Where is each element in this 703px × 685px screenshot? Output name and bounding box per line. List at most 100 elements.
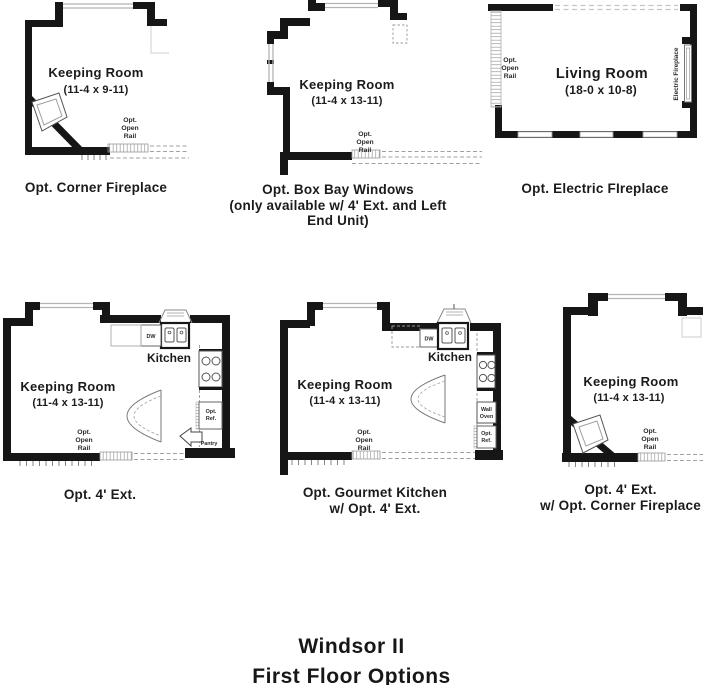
opt-ref-label: Opt. bbox=[206, 409, 217, 415]
opt-open-rail-label: Open bbox=[501, 65, 518, 72]
top-window bbox=[63, 3, 133, 9]
electric-fireplace-unit bbox=[684, 44, 692, 103]
plan-caption-line: (only available w/ 4' Ext. and Left bbox=[229, 197, 447, 213]
dishwasher-label: DW bbox=[147, 334, 157, 340]
opt-refrigerator bbox=[195, 401, 223, 430]
top-wall-dashes bbox=[555, 4, 678, 11]
bottom-windows bbox=[517, 131, 678, 138]
plan-caption-line: Opt. Box Bay Windows bbox=[262, 182, 414, 197]
plan-caption-line: w/ Opt. 4' Ext. bbox=[329, 500, 421, 516]
sheet-title: Windsor II First Floor Options bbox=[0, 632, 703, 685]
walls bbox=[280, 302, 503, 475]
plan-caption: Opt. 4' Ext. bbox=[10, 487, 190, 503]
plan-caption: Opt. Gourmet Kitchen w/ Opt. 4' Ext. bbox=[265, 485, 485, 516]
corner-fireplace bbox=[31, 92, 68, 132]
dashed-cabinet bbox=[392, 24, 408, 44]
open-rail bbox=[351, 450, 381, 460]
opt-open-rail-label: Opt. bbox=[643, 428, 657, 435]
top-window bbox=[325, 2, 378, 9]
floorplan-4ft-ext: DW Keeping Room (11-4 x 13-11) Kitchen O… bbox=[3, 302, 235, 466]
stair-ticks bbox=[568, 462, 615, 467]
opt-open-rail-label: Opt. bbox=[358, 131, 372, 138]
opt-open-rail-label: Open bbox=[355, 437, 372, 444]
room-label: Keeping Room bbox=[299, 77, 394, 92]
kitchen-label: Kitchen bbox=[147, 351, 191, 365]
top-window bbox=[40, 302, 93, 309]
room-dims: (11-4 x 13-11) bbox=[311, 95, 382, 107]
plan-caption: Opt. Box Bay Windows (only available w/ … bbox=[227, 182, 449, 229]
room-dims: (18-0 x 10-8) bbox=[565, 83, 637, 97]
room-dims: (11-4 x 13-11) bbox=[593, 392, 664, 404]
box-bay-window bbox=[268, 44, 274, 82]
plan-caption-line: Opt. Gourmet Kitchen bbox=[302, 485, 448, 500]
walls bbox=[267, 0, 407, 175]
top-window bbox=[608, 293, 665, 300]
double-sink bbox=[159, 321, 191, 350]
plan-caption: Opt. Electric FIreplace bbox=[486, 181, 703, 197]
room-dims: (11-4 x 13-11) bbox=[309, 395, 380, 407]
floorplan-corner-fireplace: Keeping Room (11-4 x 9-11) Opt. Open Rai… bbox=[25, 2, 189, 160]
wall-oven-label: Wall bbox=[481, 407, 492, 413]
room-label: Keeping Room bbox=[20, 379, 115, 394]
open-rail-dashes bbox=[382, 452, 475, 459]
plan-caption-line: Opt. 4' Ext. bbox=[584, 482, 657, 497]
interior-gray-lines bbox=[681, 317, 702, 338]
top-window bbox=[323, 302, 377, 309]
sheet-title-line2: First Floor Options bbox=[252, 665, 451, 685]
floorplan-box-bay-windows: Keeping Room (11-4 x 13-11) Opt. Open Ra… bbox=[267, 0, 482, 175]
opt-ref-label: Opt. bbox=[481, 431, 492, 437]
kitchen-island bbox=[126, 389, 162, 443]
open-rail-dashes bbox=[134, 453, 186, 460]
pantry-label: Pantry bbox=[201, 441, 218, 447]
opt-open-rail-label: Open bbox=[121, 125, 138, 132]
plan-caption: Opt. 4' Ext. w/ Opt. Corner Fireplace bbox=[528, 482, 703, 513]
open-rail bbox=[99, 451, 133, 461]
opt-open-rail-label: Open bbox=[75, 437, 92, 444]
plan-caption-line: Opt. Electric FIreplace bbox=[521, 181, 669, 196]
wall-oven-label: Oven bbox=[480, 414, 493, 420]
kitchen-island bbox=[410, 374, 446, 424]
floorplan-electric-fireplace: Living Room (18-0 x 10-8) Opt. Open Rail… bbox=[488, 4, 697, 138]
cooktop bbox=[476, 352, 496, 391]
floorplan-4ft-ext-corner-fireplace: Keeping Room (11-4 x 13-11) Opt. Open Ra… bbox=[562, 293, 703, 467]
open-rail bbox=[637, 452, 666, 462]
plan-caption-line: End Unit) bbox=[307, 213, 369, 228]
opt-refrigerator bbox=[473, 425, 497, 449]
plan-caption-line: Opt. 4' Ext. bbox=[63, 487, 137, 502]
double-sink bbox=[436, 321, 470, 351]
open-rail-dashes bbox=[667, 454, 703, 461]
open-rail bbox=[107, 143, 149, 153]
room-dims: (11-4 x 9-11) bbox=[64, 84, 129, 96]
sink-bay-window bbox=[158, 309, 193, 324]
cooktop bbox=[198, 349, 223, 390]
walls bbox=[3, 302, 235, 461]
opt-open-rail-label: Rail bbox=[358, 445, 371, 452]
plan-caption: Opt. Corner Fireplace bbox=[6, 180, 186, 196]
wall-oven bbox=[476, 401, 497, 424]
opt-open-rail-label: Rail bbox=[644, 444, 657, 451]
corner-fireplace bbox=[572, 414, 609, 454]
floorplan-gourmet-kitchen: DW Kitchen Keeping Room (11-4 x 13-11) W… bbox=[280, 302, 503, 475]
room-label: Living Room bbox=[556, 66, 648, 82]
kitchen-label: Kitchen bbox=[428, 350, 472, 364]
room-label: Keeping Room bbox=[48, 65, 143, 80]
opt-open-rail-label: Opt. bbox=[357, 429, 371, 436]
counter bbox=[391, 325, 421, 348]
room-dims: (11-4 x 13-11) bbox=[32, 397, 103, 409]
electric-fireplace-label: Electric Fireplace bbox=[673, 47, 680, 100]
counter bbox=[110, 324, 142, 347]
room-label: Keeping Room bbox=[297, 377, 392, 392]
stair-ticks bbox=[81, 155, 107, 160]
opt-open-rail-label: Rail bbox=[504, 73, 517, 80]
walls bbox=[25, 2, 167, 155]
open-rail-dashes bbox=[352, 151, 482, 164]
stair-ticks bbox=[291, 460, 345, 465]
opt-open-rail-label: Open bbox=[356, 139, 373, 146]
open-rail bbox=[490, 10, 502, 108]
open-rail bbox=[351, 149, 381, 159]
opt-open-rail-label: Opt. bbox=[123, 117, 137, 124]
opt-open-rail-label: Opt. bbox=[77, 429, 91, 436]
opt-open-rail-label: Open bbox=[641, 436, 658, 443]
plan-caption-line: w/ Opt. Corner Fireplace bbox=[540, 497, 701, 513]
